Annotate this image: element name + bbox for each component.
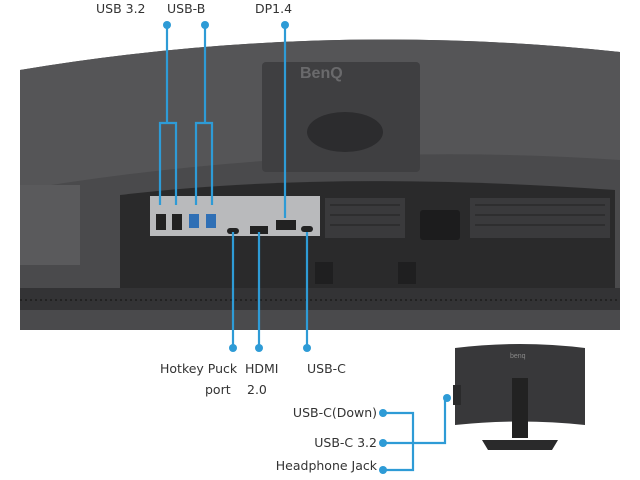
label-usb-c: USB-C	[307, 361, 346, 376]
small-monitor-image: benq	[453, 344, 585, 450]
label-usb-c-down: USB-C(Down)	[292, 405, 377, 420]
ports	[156, 214, 313, 234]
label-usb-b: USB-B	[167, 1, 206, 16]
callout-lines	[158, 25, 447, 472]
label-dp-1-4: DP1.4	[255, 1, 293, 16]
label-hotkey-puck: Hotkey Puck	[160, 361, 238, 376]
svg-text:benq: benq	[510, 353, 526, 360]
label-hdmi-version: 2.0	[247, 382, 267, 397]
label-usb-3-2: USB 3.2	[96, 1, 146, 16]
callout-dots	[163, 21, 451, 474]
brand-logo: BenQ	[300, 65, 343, 82]
label-hdmi: HDMI	[245, 361, 279, 376]
power-socket-icon	[420, 210, 460, 240]
label-headphone-jack: Headphone Jack	[275, 458, 377, 473]
label-hotkey-port: port	[205, 382, 231, 397]
label-usb-c-3-2: USB-C 3.2	[314, 435, 377, 450]
